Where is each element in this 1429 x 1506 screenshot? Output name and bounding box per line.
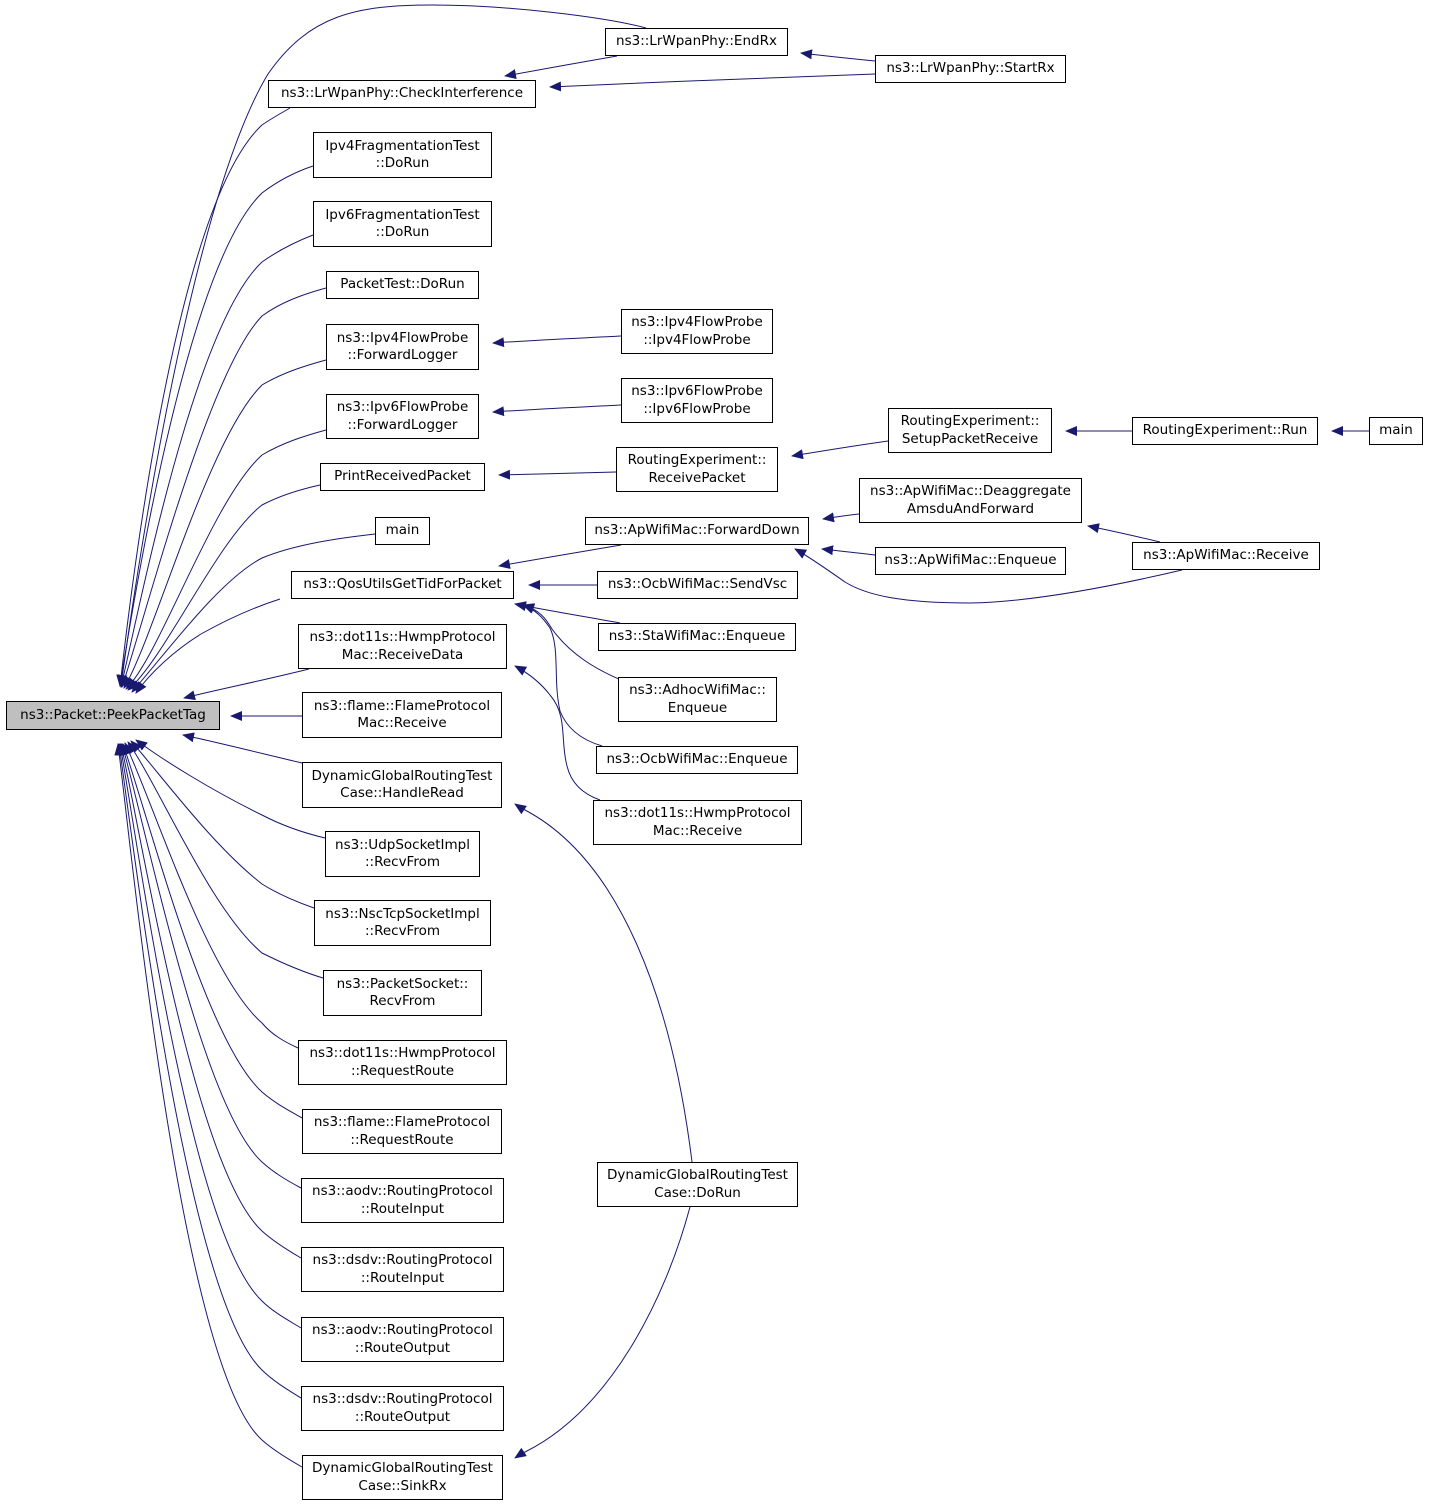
edge-dgrt-dorun-to-dgrt-handleread (514, 803, 693, 1163)
node-re-receive[interactable]: RoutingExperiment:: ReceivePacket (616, 447, 778, 492)
edge-hwmp-mac-recv-to-hwmp-recvdata (514, 665, 601, 801)
edge-endrx-to-root (117, 4, 647, 687)
node-udp-recvfrom[interactable]: ns3::UdpSocketImpl ::RecvFrom (325, 831, 480, 877)
edge-aodv-routeoutput-to-root (116, 743, 302, 1329)
edge-hwmp-recvdata-to-root (183, 668, 310, 701)
node-ipv4fp-ctor[interactable]: ns3::Ipv4FlowProbe ::Ipv4FlowProbe (621, 309, 773, 354)
node-dsdv-routeoutput[interactable]: ns3::dsdv::RoutingProtocol ::RouteOutput (301, 1386, 504, 1431)
node-main1[interactable]: main (375, 517, 430, 545)
node-qosutils[interactable]: ns3::QosUtilsGetTidForPacket (291, 571, 514, 599)
edge-dsdv-routeoutput-to-root (115, 743, 302, 1399)
node-ap-enqueue[interactable]: ns3::ApWifiMac::Enqueue (875, 547, 1066, 575)
node-nsc-recvfrom[interactable]: ns3::NscTcpSocketImpl ::RecvFrom (314, 900, 491, 946)
node-aodv-routeinput[interactable]: ns3::aodv::RoutingProtocol ::RouteInput (301, 1178, 504, 1223)
edge-ipv6fragtest-to-root (118, 234, 314, 688)
node-ap-fwddown[interactable]: ns3::ApWifiMac::ForwardDown (585, 517, 809, 545)
node-main2[interactable]: main (1369, 417, 1423, 445)
node-dgrt-dorun[interactable]: DynamicGlobalRoutingTest Case::DoRun (597, 1162, 798, 1207)
node-re-setup[interactable]: RoutingExperiment:: SetupPacketReceive (888, 408, 1052, 453)
edge-re-receive-to-printreceived (498, 469, 617, 480)
edge-ap-receive-to-ap-fwddown (794, 548, 1183, 604)
node-dgrt-sinkrx[interactable]: DynamicGlobalRoutingTest Case::SinkRx (302, 1455, 503, 1500)
edge-ipv6fp-ctor-to-ipv6fp-fwd (492, 404, 622, 417)
edge-qosutils-to-root (135, 598, 281, 694)
node-ocb-enqueue[interactable]: ns3::OcbWifiMac::Enqueue (596, 746, 798, 774)
node-ipv4fragtest[interactable]: Ipv4FragmentationTest ::DoRun (313, 132, 492, 178)
edge-endrx-to-checkinterference (504, 55, 618, 80)
edge-nsc-recvfrom-to-root (130, 740, 315, 909)
node-aodv-routeoutput[interactable]: ns3::aodv::RoutingProtocol ::RouteOutput (301, 1317, 504, 1362)
edge-main1-to-root (131, 533, 376, 693)
edge-startrx-to-endrx (800, 49, 876, 62)
edge-adhoc-enqueue-to-qosutils (522, 603, 627, 683)
node-flame-reqroute[interactable]: ns3::flame::FlameProtocol ::RequestRoute (302, 1109, 502, 1154)
node-ap-deagg[interactable]: ns3::ApWifiMac::Deaggregate AmsduAndForw… (859, 478, 1082, 523)
edge-ap-fwddown-to-qosutils (498, 544, 622, 569)
node-ipv4fp-fwd[interactable]: ns3::Ipv4FlowProbe ::ForwardLogger (326, 324, 479, 370)
node-endrx[interactable]: ns3::LrWpanPhy::EndRx (605, 28, 788, 56)
node-ap-receive[interactable]: ns3::ApWifiMac::Receive (1132, 542, 1320, 570)
edge-startrx-to-checkinterference (549, 73, 876, 92)
node-root: ns3::Packet::PeekPacketTag (6, 701, 220, 730)
edge-ocb-enqueue-to-qosutils (522, 604, 603, 747)
edge-packettest-to-root (120, 287, 327, 688)
edge-hwmp-reqroute-to-root (124, 742, 299, 1049)
edge-ipv4fragtest-to-root (116, 165, 314, 687)
node-re-run[interactable]: RoutingExperiment::Run (1132, 417, 1318, 445)
node-ps-recvfrom[interactable]: ns3::PacketSocket:: RecvFrom (323, 970, 482, 1016)
edge-flame-reqroute-to-root (121, 743, 303, 1119)
edge-dsdv-routeinput-to-root (118, 743, 302, 1259)
edge-ap-receive-to-ap-deagg (1087, 523, 1161, 543)
edge-ap-deagg-to-ap-fwddown (822, 512, 860, 523)
edge-checkinterference-to-root (116, 107, 291, 687)
node-ocb-sendvsc[interactable]: ns3::OcbWifiMac::SendVsc (597, 571, 798, 599)
edge-udp-recvfrom-to-root (135, 739, 326, 839)
edge-dgrt-dorun-to-dgrt-sinkrx (514, 1206, 691, 1459)
edge-printreceived-to-root (127, 484, 321, 691)
node-checkinterference[interactable]: ns3::LrWpanPhy::CheckInterference (268, 80, 536, 108)
edge-ipv6fp-fwd-to-root (125, 429, 327, 690)
edge-dgrt-handleread-to-root (182, 732, 303, 764)
node-ipv6fp-ctor[interactable]: ns3::Ipv6FlowProbe ::Ipv6FlowProbe (621, 378, 773, 423)
edge-re-setup-to-re-receive (791, 440, 889, 460)
node-adhoc-enqueue[interactable]: ns3::AdhocWifiMac:: Enqueue (618, 677, 777, 722)
edge-dgrt-sinkrx-to-root (114, 743, 303, 1468)
edge-ipv4fp-ctor-to-ipv4fp-fwd (492, 335, 622, 348)
node-ipv6fragtest[interactable]: Ipv6FragmentationTest ::DoRun (313, 201, 492, 247)
node-hwmp-mac-recv[interactable]: ns3::dot11s::HwmpProtocol Mac::Receive (593, 800, 802, 845)
edge-ap-enqueue-to-ap-fwddown (821, 545, 876, 556)
edge-aodv-routeinput-to-root (120, 743, 302, 1189)
node-dsdv-routeinput[interactable]: ns3::dsdv::RoutingProtocol ::RouteInput (301, 1247, 504, 1292)
node-hwmp-reqroute[interactable]: ns3::dot11s::HwmpProtocol ::RequestRoute (298, 1040, 507, 1085)
node-printreceived[interactable]: PrintReceivedPacket (320, 463, 485, 491)
node-startrx[interactable]: ns3::LrWpanPhy::StartRx (875, 55, 1066, 83)
node-sta-enqueue[interactable]: ns3::StaWifiMac::Enqueue (598, 623, 796, 651)
edge-ipv4fp-fwd-to-root (123, 359, 327, 689)
edge-sta-enqueue-to-qosutils (514, 601, 621, 624)
node-ipv6fp-fwd[interactable]: ns3::Ipv6FlowProbe ::ForwardLogger (326, 394, 479, 439)
node-packettest[interactable]: PacketTest::DoRun (326, 271, 479, 299)
edge-ps-recvfrom-to-root (127, 741, 324, 979)
node-dgrt-handleread[interactable]: DynamicGlobalRoutingTest Case::HandleRea… (302, 762, 502, 808)
node-flame-mac-recv[interactable]: ns3::flame::FlameProtocol Mac::Receive (302, 692, 502, 738)
node-hwmp-recvdata[interactable]: ns3::dot11s::HwmpProtocol Mac::ReceiveDa… (298, 624, 507, 669)
